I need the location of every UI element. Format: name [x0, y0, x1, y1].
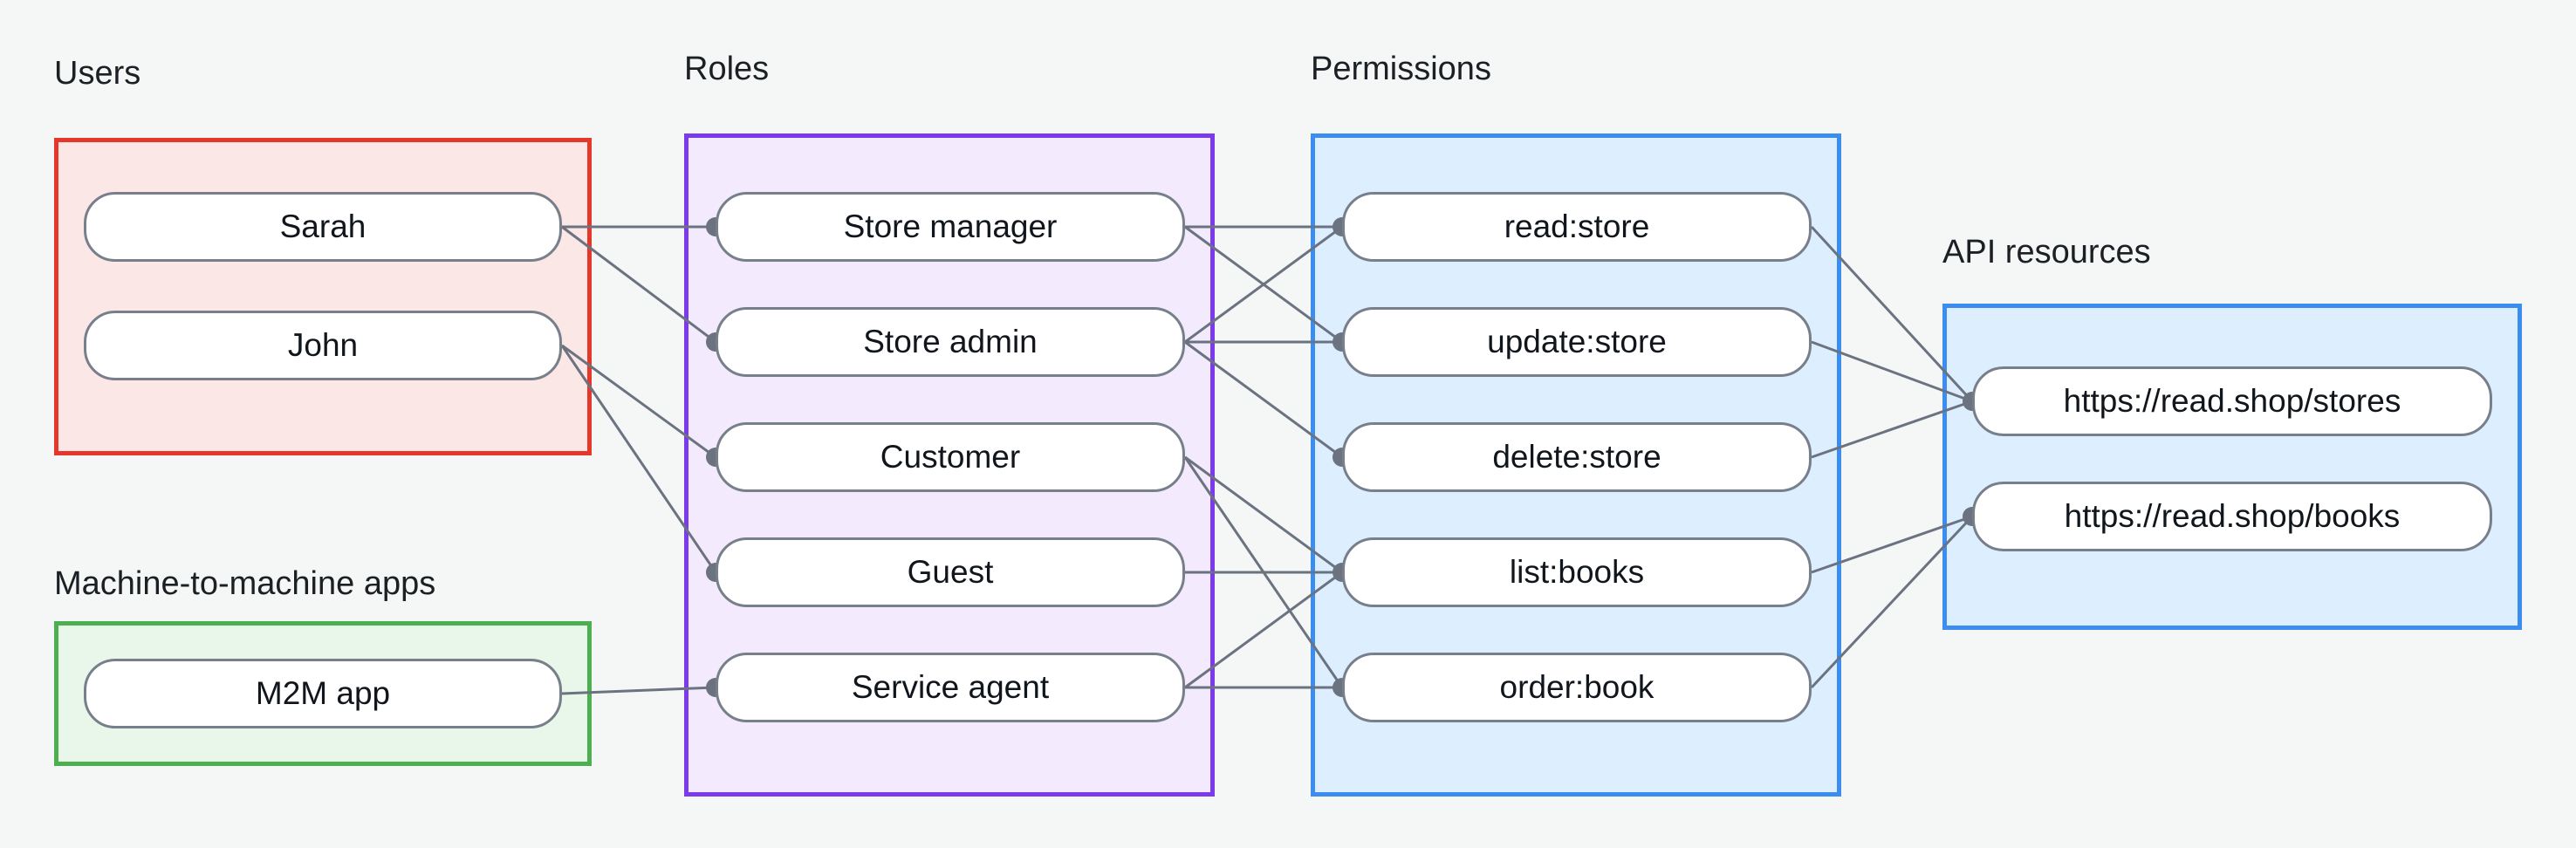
node-list_books[interactable]: list:books	[1342, 537, 1812, 607]
node-read_store[interactable]: read:store	[1342, 192, 1812, 262]
group-title-roles: Roles	[684, 51, 770, 87]
node-guest[interactable]: Guest	[716, 537, 1185, 607]
node-label-store_admin: Store admin	[863, 324, 1038, 359]
node-customer[interactable]: Customer	[716, 422, 1185, 492]
node-label-m2mapp: M2M app	[255, 675, 391, 711]
group-box-api_resources	[1942, 304, 2522, 630]
node-m2mapp[interactable]: M2M app	[84, 659, 562, 728]
node-label-sarah: Sarah	[279, 209, 367, 244]
node-res_books[interactable]: https://read.shop/books	[1972, 482, 2492, 551]
group-box-users	[54, 138, 592, 455]
node-label-read_store: read:store	[1504, 209, 1650, 244]
node-label-service_agent: Service agent	[851, 669, 1050, 705]
node-sarah[interactable]: Sarah	[84, 192, 562, 262]
node-delete_store[interactable]: delete:store	[1342, 422, 1812, 492]
node-label-delete_store: delete:store	[1492, 439, 1661, 475]
node-label-guest: Guest	[907, 554, 994, 590]
node-label-update_store: update:store	[1487, 324, 1667, 359]
node-label-order_book: order:book	[1499, 669, 1655, 705]
group-title-api_resources: API resources	[1942, 234, 2151, 270]
group-title-users: Users	[54, 55, 141, 92]
node-label-list_books: list:books	[1509, 554, 1645, 590]
node-store_admin[interactable]: Store admin	[716, 307, 1185, 377]
node-store_manager[interactable]: Store manager	[716, 192, 1185, 262]
node-john[interactable]: John	[84, 311, 562, 380]
group-title-permissions: Permissions	[1311, 51, 1491, 87]
node-order_book[interactable]: order:book	[1342, 653, 1812, 722]
node-service_agent[interactable]: Service agent	[716, 653, 1185, 722]
node-label-john: John	[287, 327, 359, 363]
group-title-m2m: Machine-to-machine apps	[54, 565, 436, 602]
node-label-res_stores: https://read.shop/stores	[2063, 383, 2401, 419]
node-label-store_manager: Store manager	[843, 209, 1058, 244]
node-res_stores[interactable]: https://read.shop/stores	[1972, 366, 2492, 436]
node-label-customer: Customer	[880, 439, 1021, 475]
node-label-res_books: https://read.shop/books	[2064, 498, 2401, 534]
node-update_store[interactable]: update:store	[1342, 307, 1812, 377]
